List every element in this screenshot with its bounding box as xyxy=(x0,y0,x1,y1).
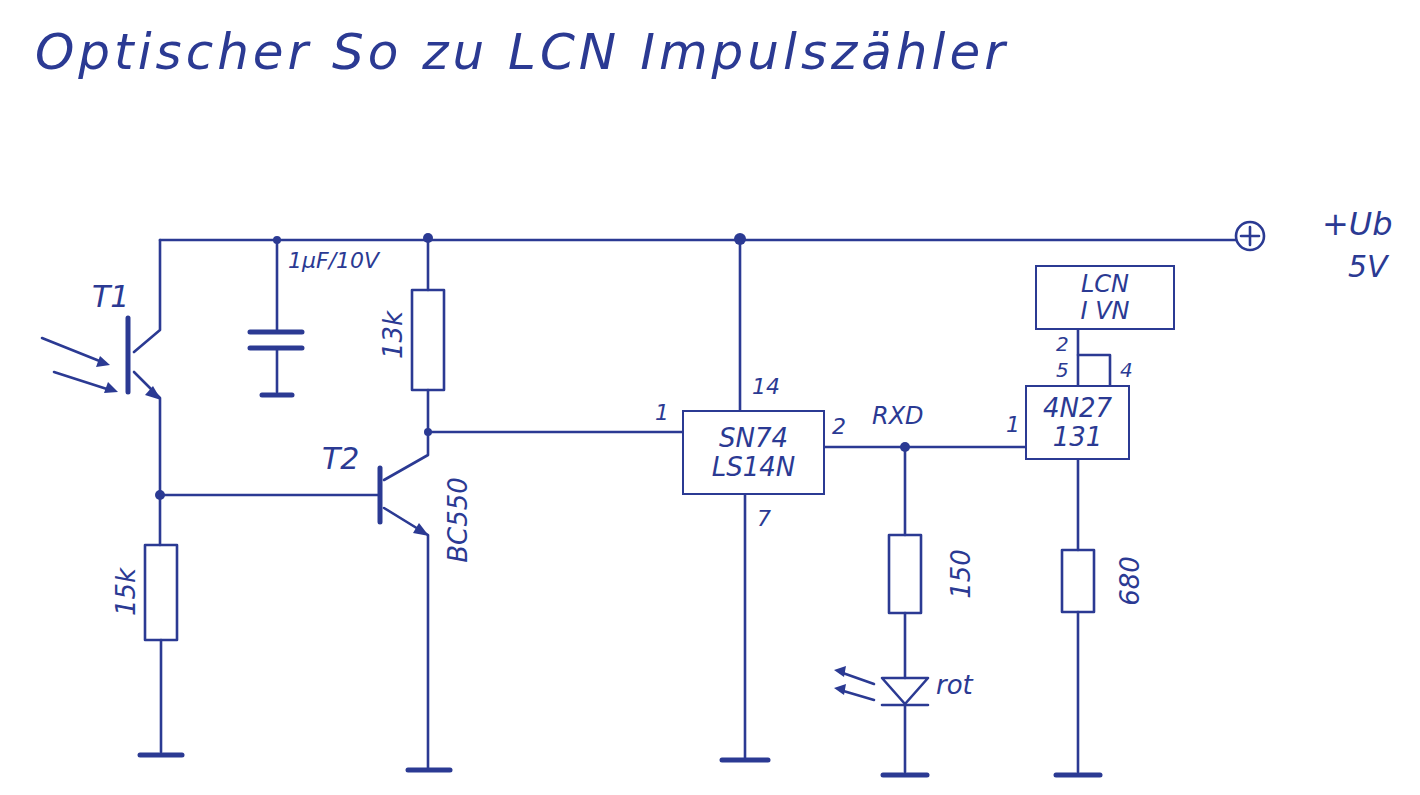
ground-symbol xyxy=(1056,773,1100,778)
wire xyxy=(160,640,163,752)
component-value: 13k xyxy=(380,311,406,359)
t2-emitter xyxy=(384,508,428,768)
base-wire xyxy=(160,494,378,497)
ic-label: I VN xyxy=(1080,298,1129,324)
wire xyxy=(428,431,682,434)
supply-terminal xyxy=(1236,222,1264,250)
part-label: T1 xyxy=(92,282,129,312)
capacitor-symbol xyxy=(250,332,302,348)
wire xyxy=(276,240,279,330)
emitter-arrow xyxy=(413,523,429,536)
light-arrows xyxy=(42,338,110,390)
capacitor-end xyxy=(262,393,292,398)
ic-label: 4N27 xyxy=(1043,394,1112,423)
part-label: 5 xyxy=(1056,360,1069,380)
wire xyxy=(739,240,742,410)
ic-label: SN74 LS14N xyxy=(690,424,817,481)
ic-label: 131 xyxy=(1053,423,1103,452)
resistor-symbol xyxy=(412,290,444,390)
resistor-symbol xyxy=(1062,550,1094,612)
page-title: Optischer So zu LCN Impulszähler xyxy=(35,22,1009,82)
part-label: 14 xyxy=(752,376,780,398)
part-label: 1 xyxy=(1006,414,1020,436)
wire xyxy=(904,613,907,678)
ground-symbol xyxy=(408,768,450,773)
part-label: rot xyxy=(936,672,973,698)
part-label: 4 xyxy=(1120,360,1133,380)
signal-wire xyxy=(825,446,1025,449)
part-label: 5V xyxy=(1348,252,1388,282)
terminal-cross xyxy=(1241,227,1259,245)
ic-box: 4N27131 xyxy=(1025,385,1130,460)
led-symbol xyxy=(882,678,928,704)
wire xyxy=(1077,612,1080,772)
wire xyxy=(159,495,162,545)
part-label: +Ub xyxy=(1322,208,1393,240)
t1-collector xyxy=(134,240,160,352)
ground-symbol xyxy=(883,773,927,778)
supply-rail xyxy=(160,239,1236,242)
ic-box: SN74 LS14N xyxy=(682,410,825,495)
part-label: 2 xyxy=(832,416,846,438)
wire xyxy=(744,495,747,758)
part-label: 7 xyxy=(757,508,771,530)
resistor-symbol xyxy=(145,545,177,640)
part-label: T2 xyxy=(322,444,359,474)
ic-label: LCN xyxy=(1081,271,1129,297)
signal-wire xyxy=(1077,330,1080,385)
ground-symbol xyxy=(140,753,182,758)
signal-name: RXD xyxy=(872,404,924,428)
wire xyxy=(276,348,279,392)
emitter-arrow xyxy=(145,386,161,400)
ic-box: LCNI VN xyxy=(1035,265,1175,330)
component-value: BC550 xyxy=(445,477,471,563)
component-value: 150 xyxy=(948,549,974,599)
wire xyxy=(904,447,907,535)
t1-emitter xyxy=(134,372,160,495)
part-label: 1µF/10V xyxy=(288,250,379,272)
wire xyxy=(427,390,430,432)
part-label: 1 xyxy=(655,402,669,424)
led-cathode xyxy=(882,705,928,772)
pin4-wire xyxy=(1078,355,1110,385)
t2-base-bar xyxy=(378,468,383,522)
ground-symbol xyxy=(722,758,768,763)
wire xyxy=(427,240,430,290)
t2-collector xyxy=(384,432,428,480)
part-label: 2 xyxy=(1056,334,1069,354)
component-value: 680 xyxy=(1117,556,1143,606)
resistor-symbol xyxy=(889,535,921,613)
wire xyxy=(1077,460,1080,550)
light-arrowhead xyxy=(104,382,118,393)
light-arrowhead xyxy=(834,666,846,677)
light-arrowhead xyxy=(96,356,110,367)
component-value: 15k xyxy=(113,568,139,616)
light-arrowhead xyxy=(834,684,846,695)
t1-base-bar xyxy=(126,318,131,392)
